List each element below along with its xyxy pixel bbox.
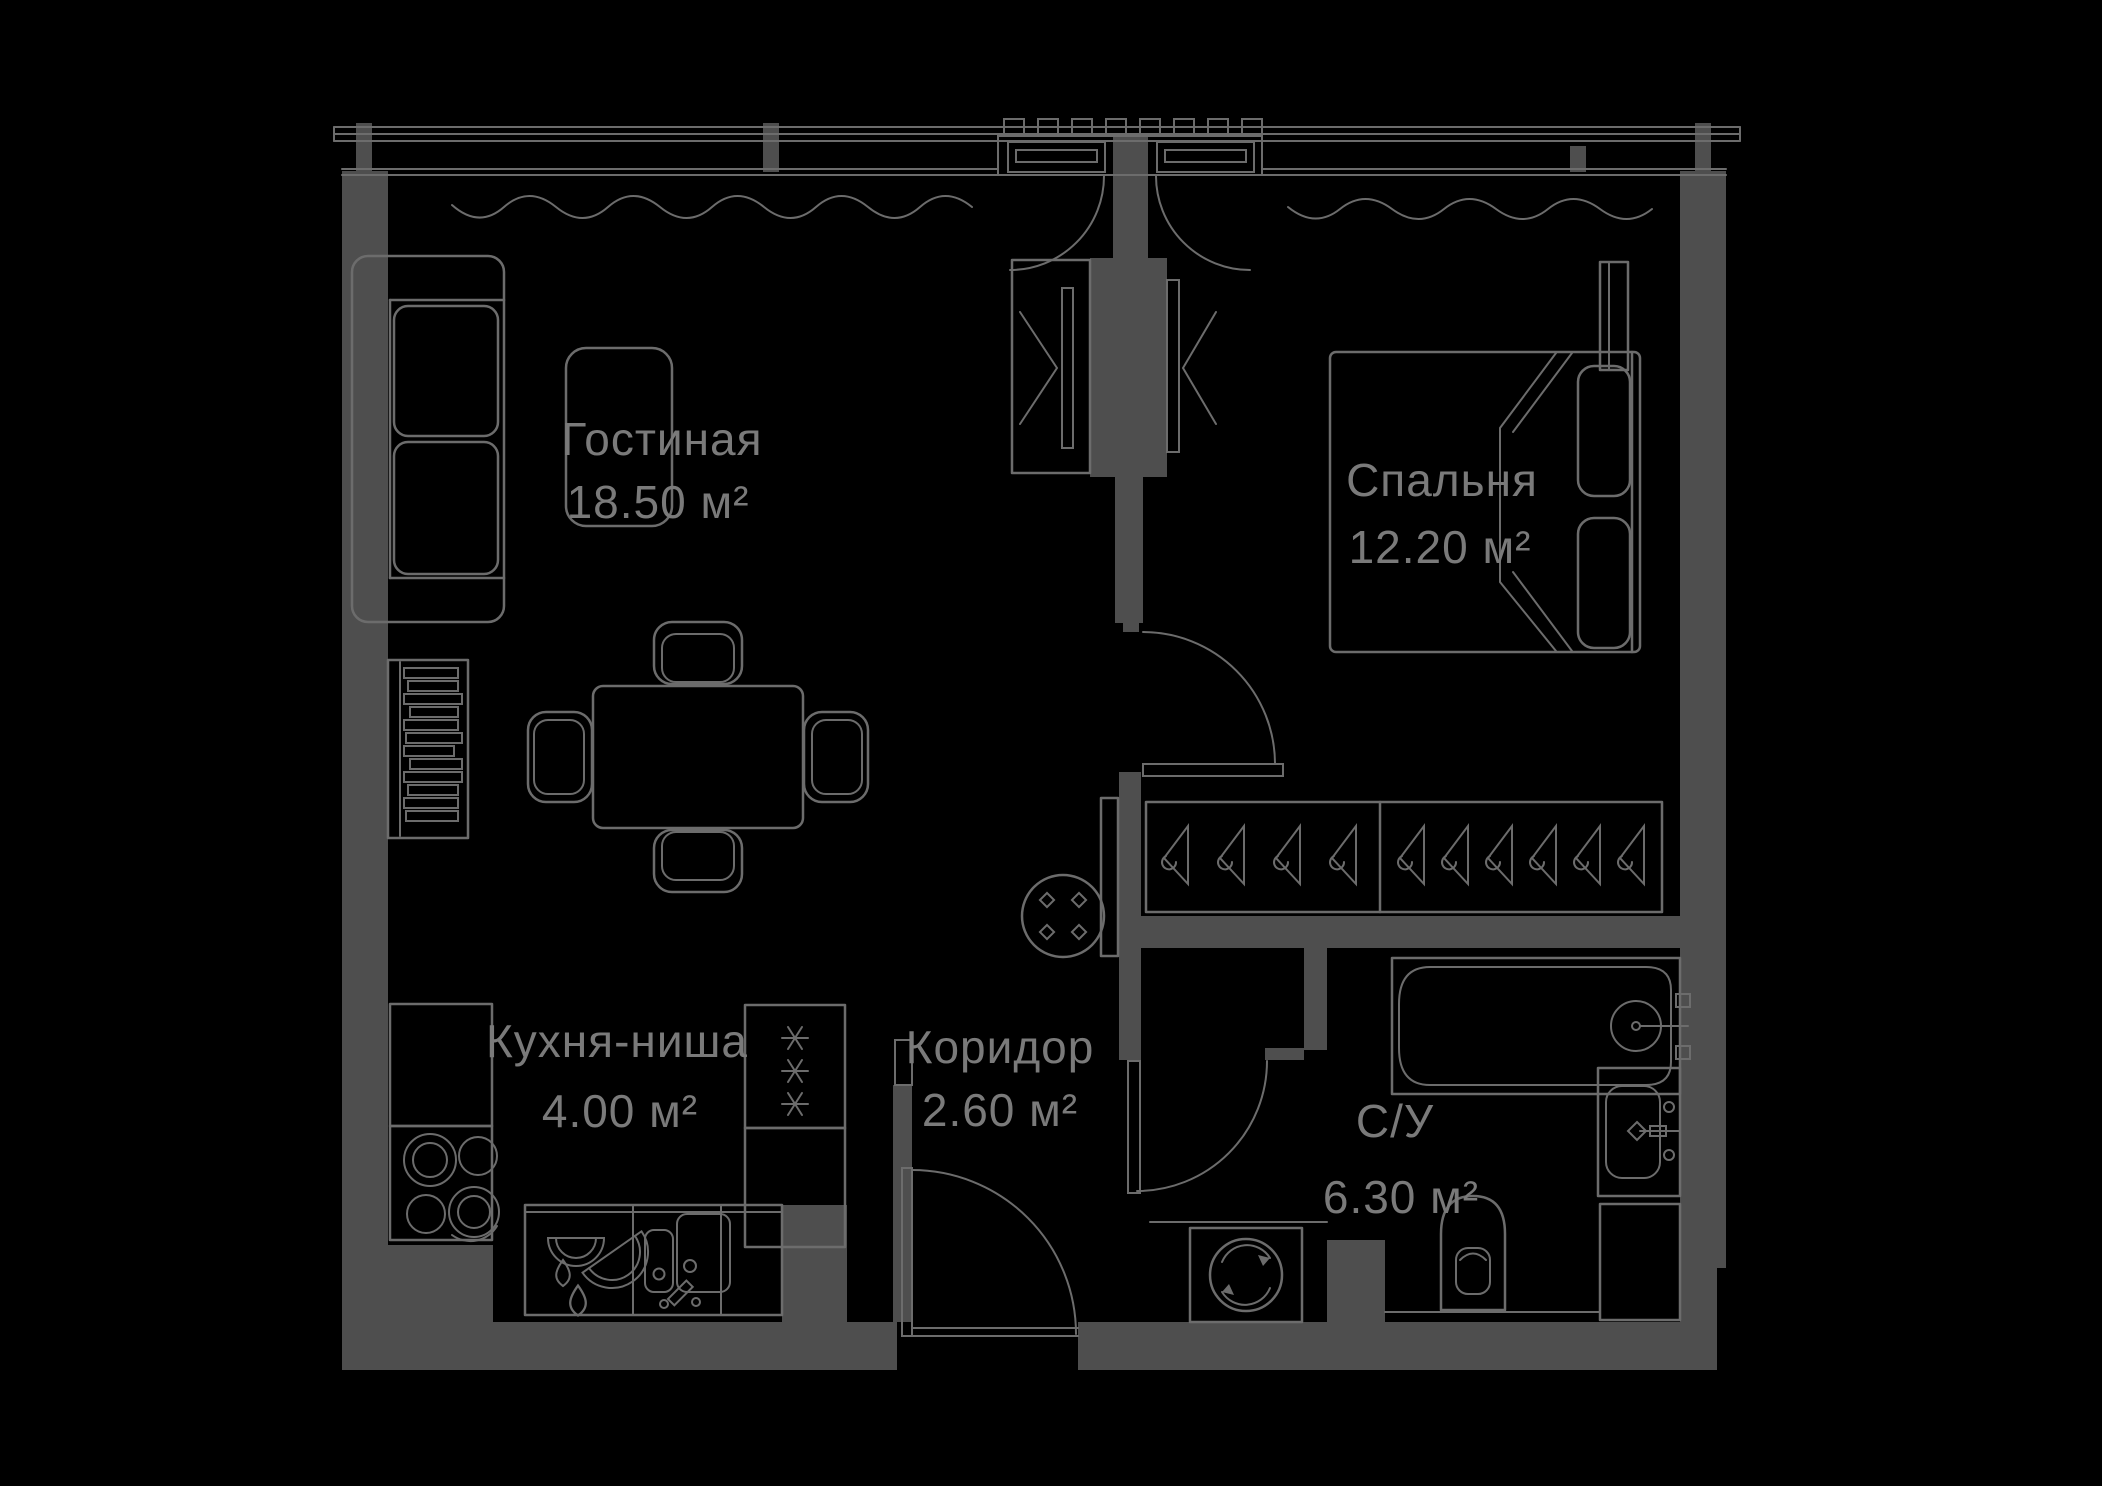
living-room-area: 18.50 м² xyxy=(567,476,750,528)
tv-unit-living xyxy=(1010,258,1092,475)
door-leaf xyxy=(1142,763,1284,777)
pillow xyxy=(1576,364,1632,498)
bathroom-sink xyxy=(1596,1066,1682,1198)
living-room-name: Гостиная xyxy=(561,413,762,465)
faucet-icon xyxy=(1626,1120,1648,1142)
kitchen-sink xyxy=(644,1213,731,1309)
bathroom-name: С/У xyxy=(1356,1095,1434,1147)
window-glazing xyxy=(341,168,1727,176)
fruit-decor xyxy=(546,1229,649,1317)
pillow xyxy=(1576,516,1632,650)
washing-machine xyxy=(1149,1221,1328,1324)
walls xyxy=(342,123,1726,1370)
kitchen-counter-row xyxy=(523,1203,784,1317)
bedside-cabinet xyxy=(1598,260,1630,372)
curtain-living xyxy=(451,195,973,219)
coffee-table xyxy=(564,346,674,528)
dining-table xyxy=(591,684,805,830)
bathroom-door xyxy=(1127,1060,1268,1194)
snowflake-icon xyxy=(781,1026,809,1116)
balcony-doors xyxy=(997,118,1263,271)
left-door-swing-arc xyxy=(1009,175,1105,271)
dining-chair xyxy=(652,620,744,686)
kitchen-cabinet xyxy=(743,1126,847,1249)
bathroom-cabinet xyxy=(1598,1202,1682,1322)
dining-set xyxy=(526,620,870,894)
kitchen-name: Кухня-ниша xyxy=(486,1015,748,1067)
right-door-swing-arc xyxy=(1155,175,1251,271)
bookshelf xyxy=(386,658,470,840)
corridor-area: 2.60 м² xyxy=(922,1084,1078,1136)
dining-chair xyxy=(652,828,744,894)
door-swing-arc xyxy=(911,1169,1077,1335)
door-leaf xyxy=(1127,1060,1141,1194)
tv-screen xyxy=(1061,287,1074,449)
bedroom-door xyxy=(1142,631,1284,777)
fridge-freezer xyxy=(743,1003,847,1130)
bedroom-area: 12.20 м² xyxy=(1349,521,1532,573)
faucet-icon xyxy=(1675,993,1691,1008)
bathtub xyxy=(1390,956,1691,1096)
curtain-bedroom xyxy=(1287,198,1653,220)
blanket-fold xyxy=(1499,352,1557,652)
console-table xyxy=(1099,796,1120,958)
door-swing-arc xyxy=(1142,631,1276,765)
room-labels: Гостиная 18.50 м² Спальня 12.20 м² Кухня… xyxy=(486,413,1538,1223)
bedroom-name: Спальня xyxy=(1346,454,1538,506)
door-leaf xyxy=(901,1167,913,1337)
tv-screen xyxy=(1166,279,1180,453)
kitchen-counter xyxy=(388,1002,494,1128)
double-bed xyxy=(1328,350,1642,654)
kitchen-area: 4.00 м² xyxy=(542,1085,698,1137)
sofa xyxy=(350,254,506,624)
round-table xyxy=(1020,873,1106,959)
entrance-door xyxy=(901,1167,1079,1337)
faucet-icon xyxy=(1675,1045,1691,1060)
corridor-name: Коридор xyxy=(906,1021,1095,1073)
door-swing-arc xyxy=(1136,1060,1268,1192)
toilet xyxy=(1384,1194,1601,1313)
kitchen-cabinets xyxy=(388,1002,913,1249)
stove xyxy=(388,1124,494,1242)
wardrobe-hangers xyxy=(1144,800,1664,914)
bathroom-area: 6.30 м² xyxy=(1323,1171,1479,1223)
tv-unit-bedroom xyxy=(1166,279,1217,453)
